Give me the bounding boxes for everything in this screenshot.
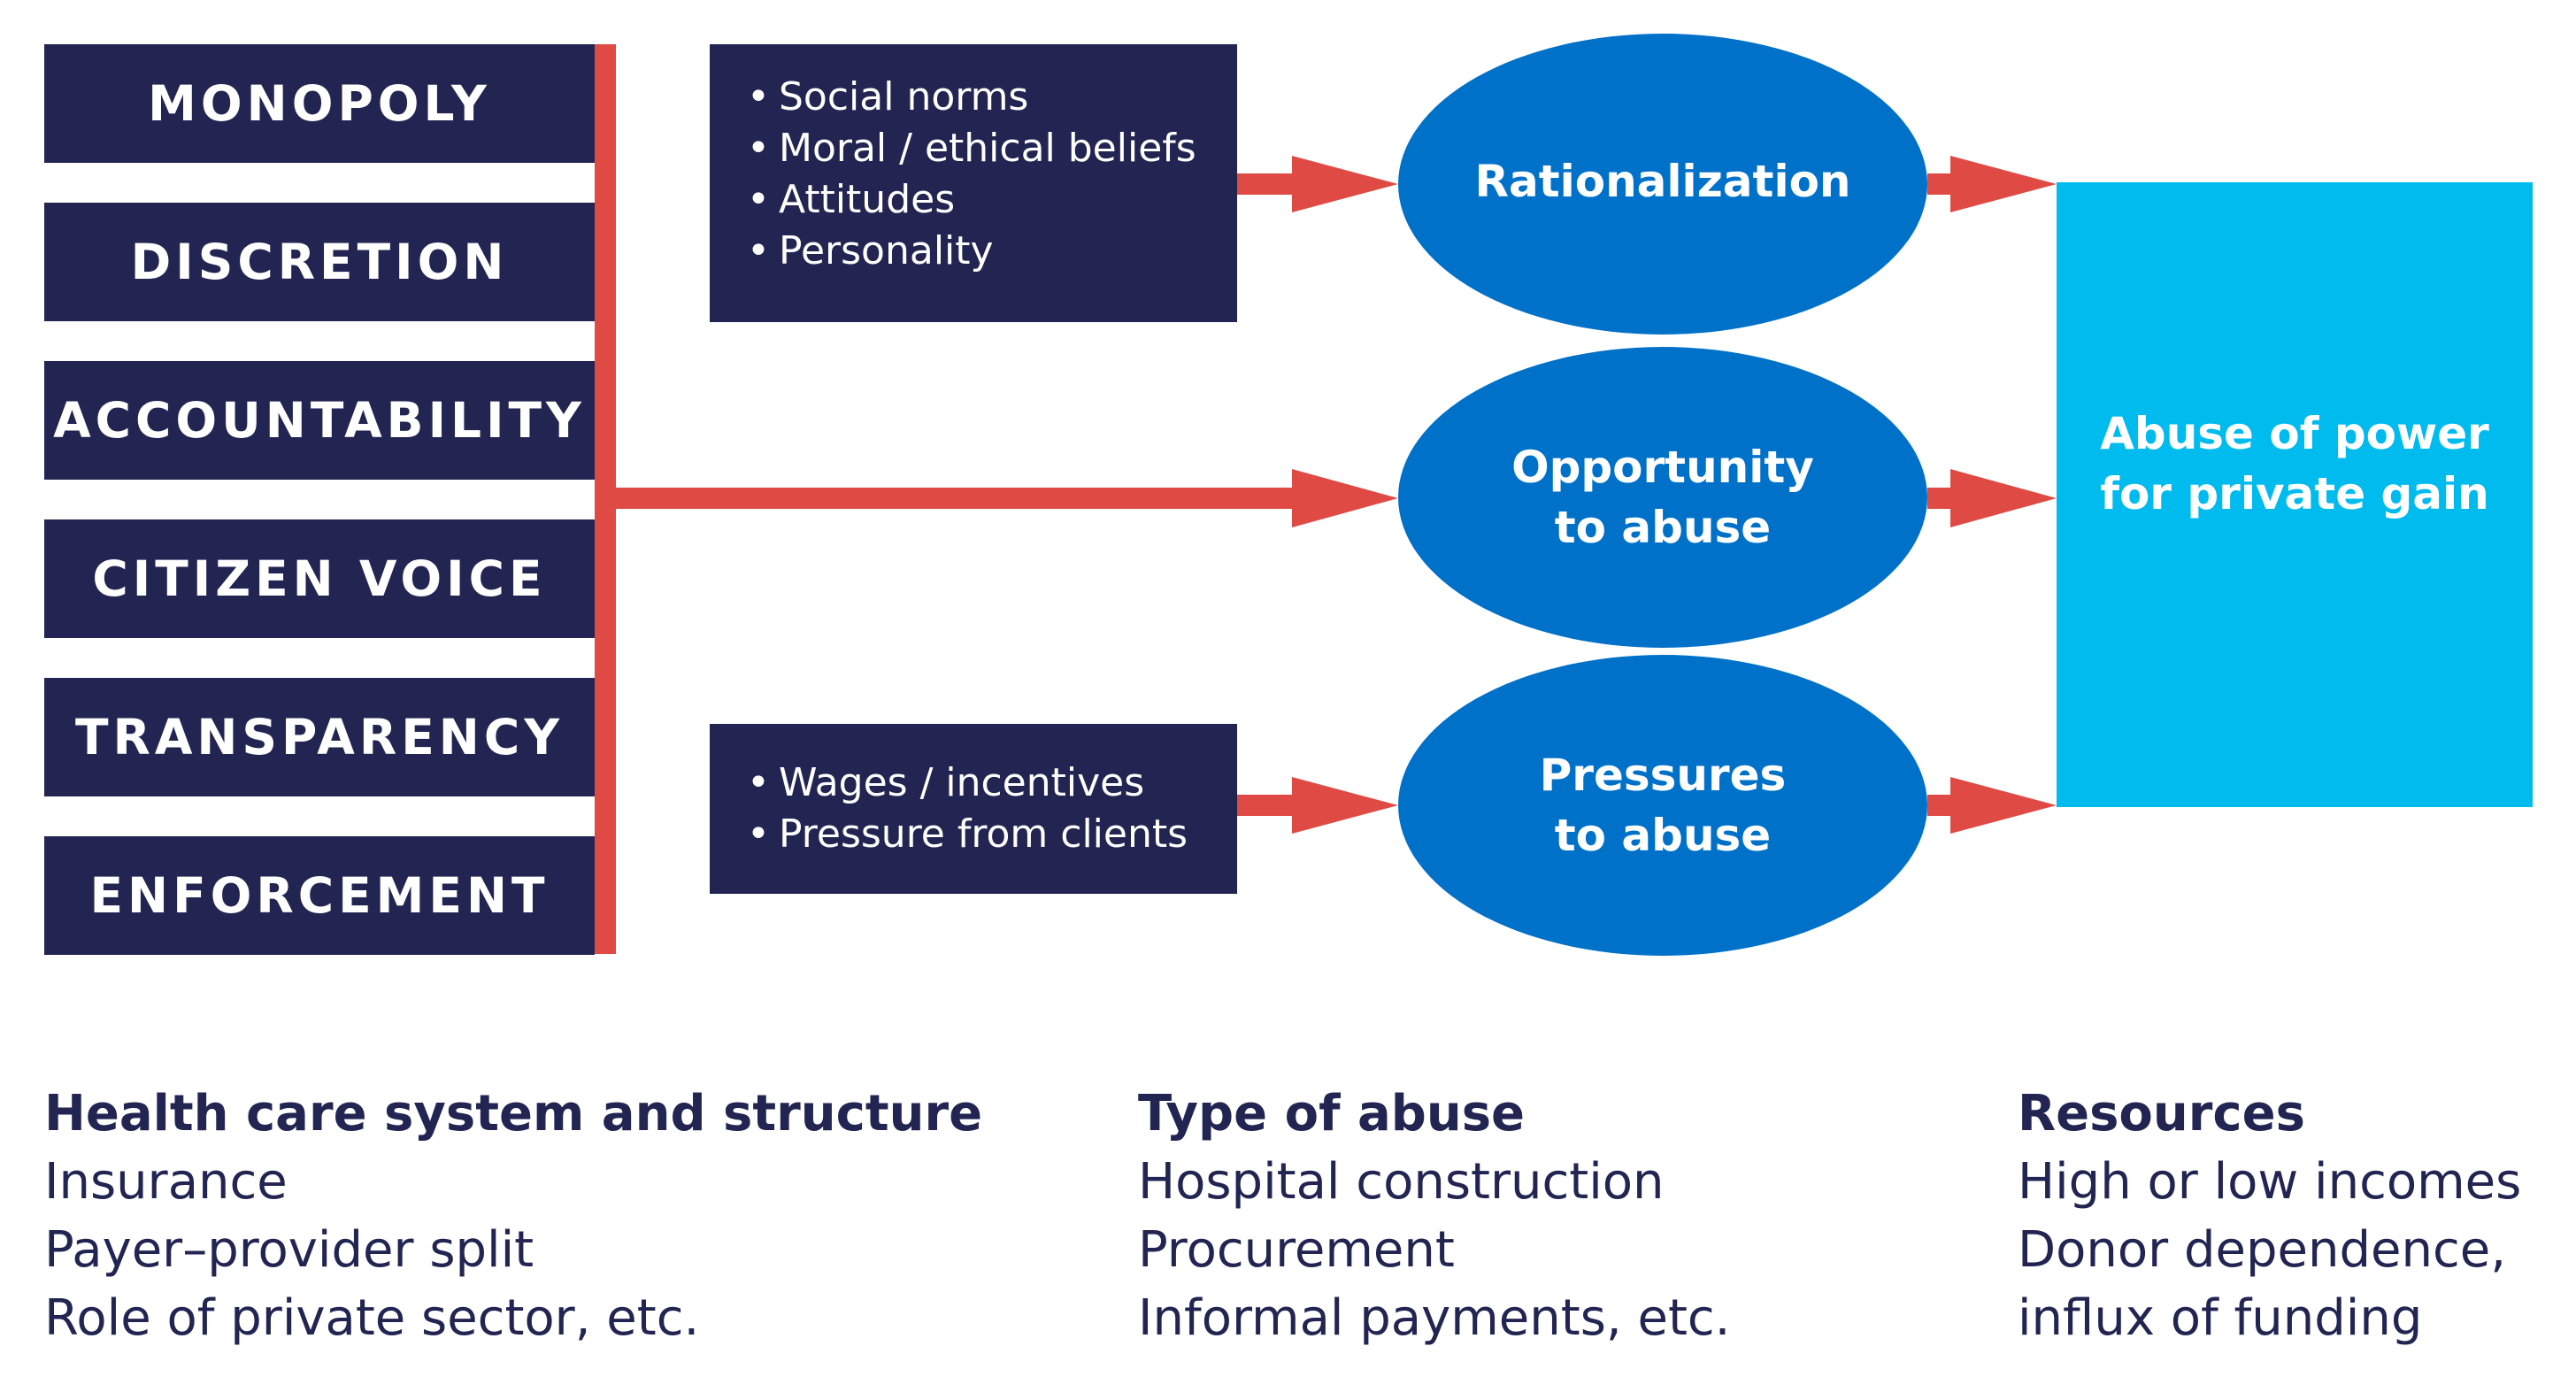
column-line: Payer–provider split — [44, 1221, 534, 1279]
node-pressures-line-1: Pressures — [1539, 750, 1787, 801]
column-resources: Resources High or low incomes Donor depe… — [2018, 1080, 2521, 1352]
result-abuse-of-power: Abuse of power for private gain — [2057, 182, 2533, 807]
input-personality: Personality — [752, 226, 1237, 277]
factor-discretion: DISCRETION — [44, 203, 595, 321]
column-health-care-system: Health care system and structure Insuran… — [44, 1080, 982, 1352]
input-pressure-from-clients: Pressure from clients — [752, 809, 1237, 860]
node-opportunity-line-1: Opportunity — [1511, 442, 1814, 493]
opportunity-to-result-arrowhead — [1950, 469, 2057, 527]
node-rationalization: Rationalization — [1398, 34, 1927, 335]
column-line: Donor dependence, — [2018, 1221, 2506, 1279]
column-line: Role of private sector, etc. — [44, 1289, 700, 1347]
column-line: Informal payments, etc. — [1138, 1289, 1731, 1347]
column-type-of-abuse: Type of abuse Hospital construction Proc… — [1138, 1080, 1730, 1352]
beliefs-to-rationalization-line — [1237, 173, 1301, 195]
result-line-2: for private gain — [2100, 468, 2489, 519]
column-line: Procurement — [1138, 1221, 1455, 1279]
input-attitudes: Attitudes — [752, 174, 1237, 226]
node-rationalization-label: Rationalization — [1474, 156, 1851, 207]
column-line: High or low incomes — [2018, 1153, 2522, 1211]
pressure-inputs-box: Wages / incentives Pressure from clients — [710, 724, 1237, 894]
pressures-to-result-arrowhead — [1950, 777, 2057, 834]
column-line: influx of funding — [2018, 1289, 2423, 1347]
rationalization-inputs-box: Social norms Moral / ethical beliefs Att… — [710, 44, 1237, 322]
incentives-to-pressures-line — [1237, 795, 1301, 816]
input-moral-ethical-beliefs: Moral / ethical beliefs — [752, 123, 1237, 174]
input-wages-incentives: Wages / incentives — [752, 758, 1237, 809]
column-heading: Health care system and structure — [44, 1085, 983, 1142]
rationalization-inputs-list: Social norms Moral / ethical beliefs Att… — [752, 72, 1237, 277]
result-line-1: Abuse of power — [2100, 408, 2489, 459]
column-heading: Type of abuse — [1138, 1085, 1526, 1142]
factor-citizen-voice: CITIZEN VOICE — [44, 519, 595, 638]
bracket-to-opportunity-arrowhead — [1292, 469, 1398, 527]
factor-transparency: TRANSPARENCY — [44, 678, 595, 796]
node-opportunity: Opportunity to abuse — [1398, 347, 1927, 648]
node-pressures: Pressures to abuse — [1398, 655, 1927, 956]
pressure-inputs-list: Wages / incentives Pressure from clients — [752, 758, 1237, 860]
factor-accountability: ACCOUNTABILITY — [44, 361, 595, 480]
column-line: Hospital construction — [1138, 1153, 1665, 1211]
beliefs-to-rationalization-arrowhead — [1292, 156, 1398, 212]
rationalization-to-result-arrowhead — [1950, 156, 2057, 212]
factor-monopoly: MONOPOLY — [44, 44, 595, 163]
column-heading: Resources — [2018, 1085, 2305, 1142]
factor-bracket-bar — [595, 44, 616, 954]
column-line: Insurance — [44, 1153, 288, 1211]
factor-enforcement: ENFORCEMENT — [44, 836, 595, 955]
node-pressures-line-2: to abuse — [1554, 810, 1772, 861]
bracket-to-opportunity-line — [616, 488, 1303, 509]
input-social-norms: Social norms — [752, 72, 1237, 123]
node-opportunity-line-2: to abuse — [1554, 502, 1772, 553]
incentives-to-pressures-arrowhead — [1292, 777, 1398, 834]
